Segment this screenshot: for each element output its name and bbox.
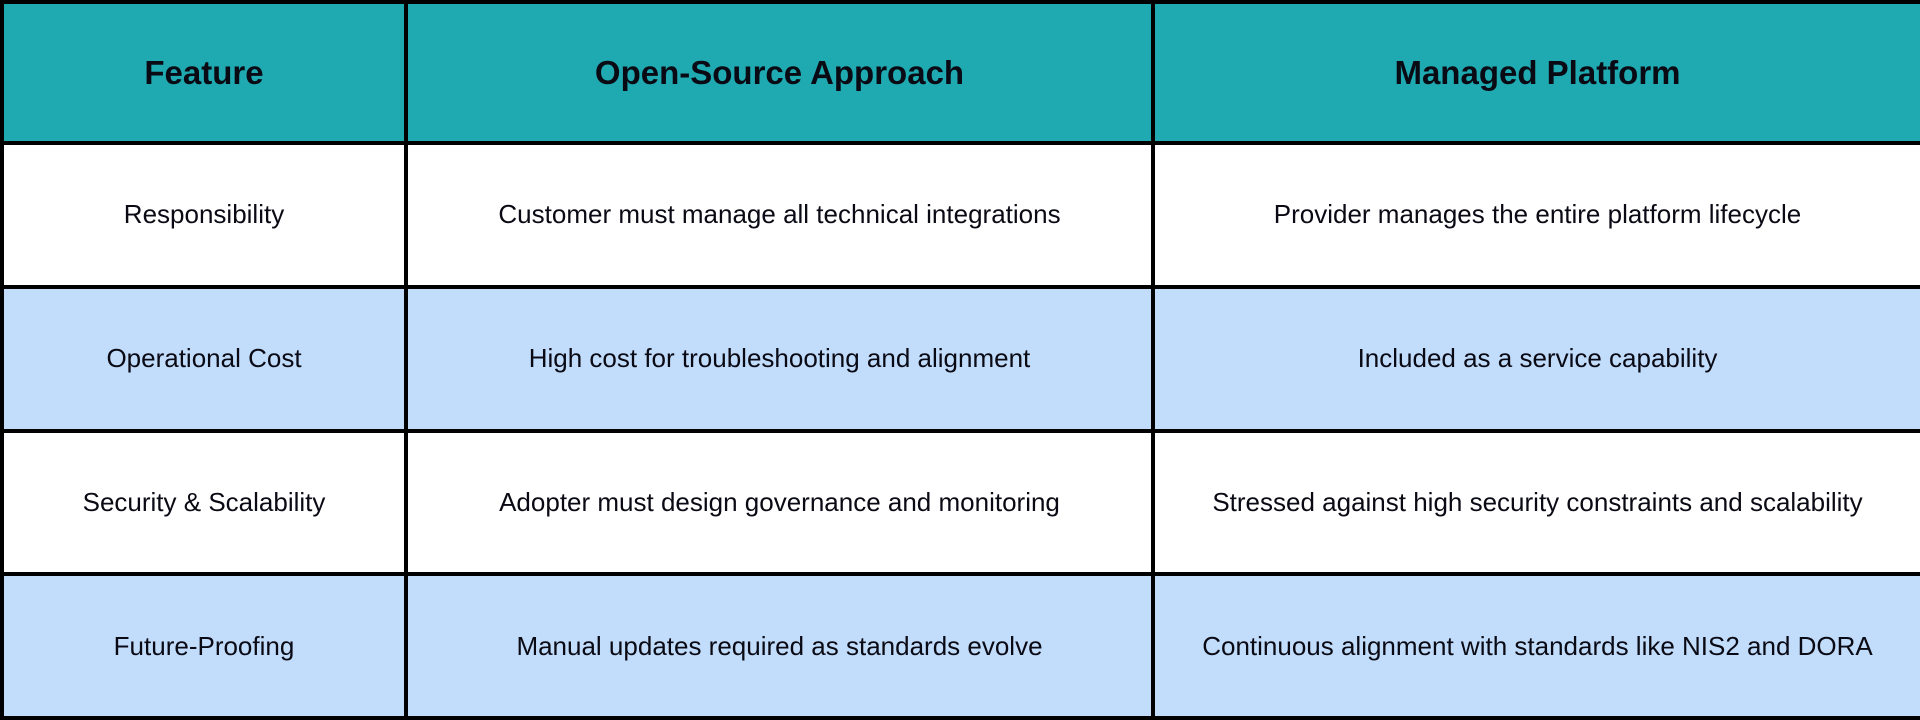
header-row: Feature Open-Source Approach Managed Pla… xyxy=(0,0,1920,145)
header-managed-platform: Managed Platform xyxy=(1151,0,1920,145)
feature-cell: Future-Proofing xyxy=(0,572,408,720)
open-source-cell: Adopter must design governance and monit… xyxy=(404,428,1155,577)
open-source-cell: Manual updates required as standards evo… xyxy=(404,572,1155,720)
table-row: Responsibility Customer must manage all … xyxy=(0,141,1920,289)
open-source-cell: Customer must manage all technical integ… xyxy=(404,141,1155,289)
table-row: Security & Scalability Adopter must desi… xyxy=(0,428,1920,577)
feature-cell: Operational Cost xyxy=(0,284,408,433)
table-row: Operational Cost High cost for troublesh… xyxy=(0,284,1920,433)
managed-platform-cell: Provider manages the entire platform lif… xyxy=(1151,141,1920,289)
feature-cell: Security & Scalability xyxy=(0,428,408,577)
managed-platform-cell: Stressed against high security constrain… xyxy=(1151,428,1920,577)
managed-platform-cell: Included as a service capability xyxy=(1151,284,1920,433)
header-feature: Feature xyxy=(0,0,408,145)
header-open-source: Open-Source Approach xyxy=(404,0,1155,145)
table-row: Future-Proofing Manual updates required … xyxy=(0,572,1920,720)
managed-platform-cell: Continuous alignment with standards like… xyxy=(1151,572,1920,720)
feature-cell: Responsibility xyxy=(0,141,408,289)
open-source-cell: High cost for troubleshooting and alignm… xyxy=(404,284,1155,433)
